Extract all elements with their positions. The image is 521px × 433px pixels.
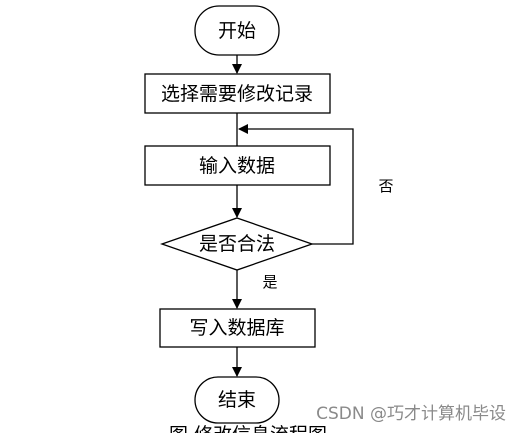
node-end: 结束 — [194, 376, 280, 424]
edge-label-yes: 是 — [262, 273, 277, 291]
node-write-database: 写入数据库 — [159, 308, 316, 348]
select-record-box — [144, 73, 331, 114]
edge-decision-loop-back — [238, 124, 354, 245]
write-database-box — [159, 308, 316, 348]
edges — [232, 55, 354, 377]
node-start: 开始 — [194, 5, 280, 56]
edge-label-no: 否 — [378, 177, 393, 195]
select-record-label: 选择需要修改记录 — [161, 83, 313, 105]
decision-label: 是否合法 — [199, 233, 275, 255]
end-terminal-shape — [194, 376, 280, 424]
start-terminal-shape — [194, 5, 280, 56]
node-select-record: 选择需要修改记录 — [144, 73, 331, 114]
end-label: 结束 — [218, 389, 256, 411]
input-data-label: 输入数据 — [199, 155, 275, 177]
node-input-data: 输入数据 — [144, 145, 331, 186]
start-label: 开始 — [218, 20, 256, 42]
figure-caption: 图 修改信息流程图 — [169, 424, 327, 433]
node-decision-valid: 是否合法 — [160, 217, 314, 271]
input-data-box — [144, 145, 331, 186]
write-database-label: 写入数据库 — [189, 317, 284, 339]
csdn-watermark: CSDN @巧才计算机毕设 — [316, 404, 506, 424]
decision-diamond — [160, 217, 314, 271]
